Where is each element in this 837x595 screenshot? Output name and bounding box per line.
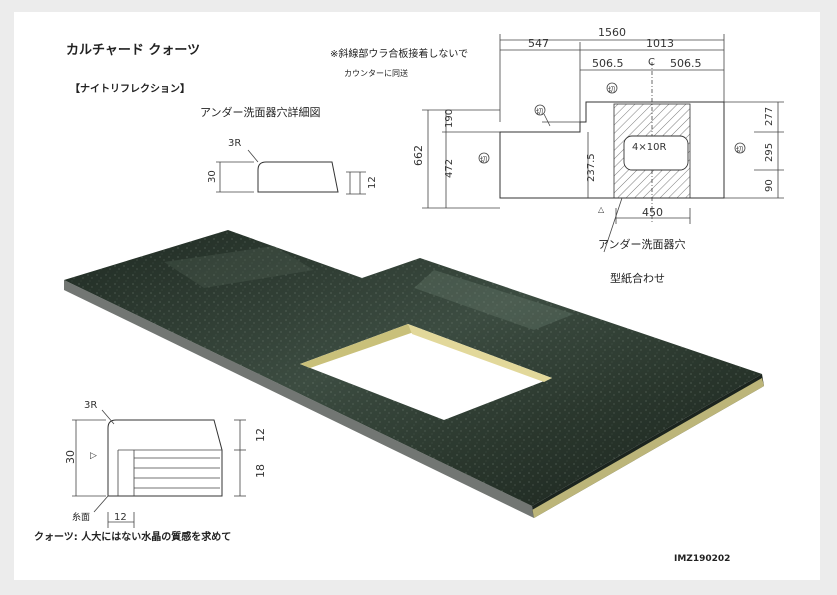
- dim-right-c: 90: [764, 179, 775, 192]
- dim-12-bottom: 12: [254, 428, 267, 442]
- dim-sink-width: 450: [642, 206, 663, 219]
- dim-right-a: 277: [764, 107, 775, 126]
- dim-edge-12: 12: [114, 512, 127, 523]
- dim-total-depth: 662: [412, 145, 425, 166]
- dim-right-b: 295: [764, 143, 775, 162]
- cut-mark-left: 切: [536, 108, 543, 116]
- dim-30-top: 30: [207, 170, 218, 183]
- triangle-mark-bottom: ▷: [90, 451, 97, 461]
- dim-total-width: 1560: [598, 26, 626, 39]
- edge-profile-bottom: 3R ▷ 30 12 18 糸面 12: [64, 400, 267, 528]
- dim-lower-depth: 472: [444, 159, 455, 178]
- dim-sink-offset: 237.5: [586, 153, 597, 182]
- sink-hole-label: アンダー洗面器穴: [598, 237, 686, 251]
- radius-label-bottom: 3R: [84, 400, 97, 411]
- note-line-2: カウンターに同送: [344, 68, 408, 78]
- bottom-caption: クォーツ: 人大にはない水晶の質感を求めて: [34, 530, 231, 543]
- corner-note: 4×10R: [632, 142, 666, 153]
- drawing-code: IMZ190202: [674, 554, 730, 564]
- countertop-photo: [64, 230, 764, 518]
- cut-mark-top: 切: [608, 86, 615, 94]
- triangle-mark: △: [598, 205, 605, 214]
- page-title: カルチャード クォーツ: [66, 43, 200, 58]
- drawing-sheet: カルチャード クォーツ 【ナイトリフレクション】 アンダー洗面器穴詳細図 3R …: [14, 12, 820, 580]
- dim-12-top: 12: [367, 176, 378, 189]
- dim-left-part: 547: [528, 37, 549, 50]
- radius-label-top: 3R: [228, 138, 241, 149]
- dim-upper-depth: 190: [444, 109, 455, 128]
- cut-mark-right: 切: [736, 146, 743, 154]
- drawing-canvas: カルチャード クォーツ 【ナイトリフレクション】 アンダー洗面器穴詳細図 3R …: [34, 26, 784, 564]
- edge-profile-top: 3R 30 12: [207, 138, 378, 195]
- note-line-1: ※斜線部ウラ合板接着しないで: [330, 47, 468, 60]
- dim-right-part: 1013: [646, 37, 674, 50]
- center-mark: C: [648, 57, 655, 68]
- dim-30-bottom: 30: [64, 450, 77, 464]
- dim-18-bottom: 18: [254, 464, 267, 478]
- product-name: 【ナイトリフレクション】: [70, 82, 190, 95]
- dim-half-b: 506.5: [670, 57, 702, 70]
- cut-mark-mid: 切: [480, 156, 487, 164]
- plan-view: 1560 547 1013 506.5 C 506.5 切 切 4×10R 66…: [412, 26, 784, 285]
- template-label: 型紙合わせ: [610, 271, 665, 285]
- sink-detail-title: アンダー洗面器穴詳細図: [200, 105, 321, 119]
- dim-half-a: 506.5: [592, 57, 624, 70]
- edge-label: 糸面: [72, 511, 90, 523]
